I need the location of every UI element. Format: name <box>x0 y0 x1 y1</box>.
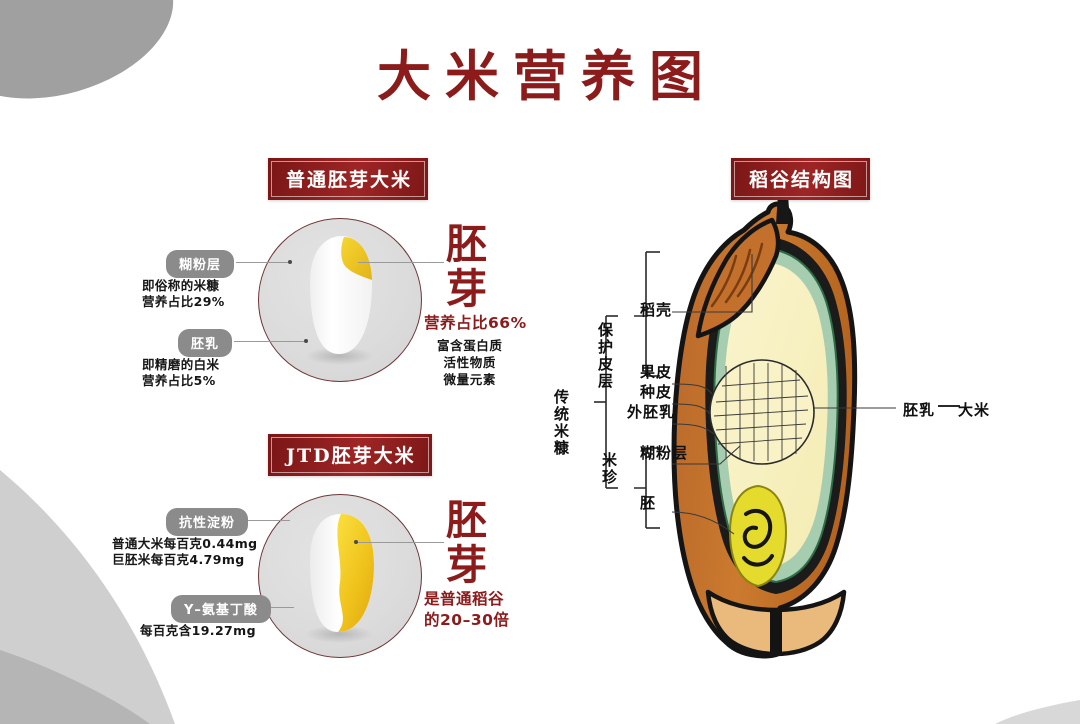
germ-detail-line: 微量元素 <box>443 372 496 387</box>
leader-aleurone2 <box>672 445 741 465</box>
caption-line: 巨胚米每百克4.79mg <box>112 552 245 567</box>
leader-line-gaba <box>248 607 294 608</box>
label-protective-layer: 保护皮层 <box>596 322 614 390</box>
bracket-hierarchy <box>594 251 660 529</box>
germ-subtitle-jtd: 是普通稻谷 的20–30倍 <box>424 589 509 631</box>
leader-outer-endosperm <box>671 423 715 435</box>
caption-line: 即精磨的白米 <box>142 357 220 372</box>
germ-heading-char-1: 胚 <box>446 496 489 544</box>
embryo-swirl-icon <box>742 508 773 549</box>
caption-gaba: 每百克含19.27mg <box>140 623 256 639</box>
germ-heading-char-2: 芽 <box>446 265 489 313</box>
bracket-mizhen-span <box>634 448 647 528</box>
germ-subtitle-line: 的20–30倍 <box>424 611 510 629</box>
leader-line-germ-2 <box>356 542 444 543</box>
label-seed-coat: 种皮 <box>640 383 673 401</box>
leader-embryo <box>671 511 735 535</box>
page-title: 大米营养图 <box>377 44 717 108</box>
label-aleurone-layer-diagram: 糊粉层 <box>640 444 689 462</box>
swoosh-bottom-left-icon <box>0 470 175 724</box>
embryo-swirl-2-icon <box>742 554 774 567</box>
germ-subtitle-normal: 营养占比66% <box>424 314 527 332</box>
swoosh-bottom-right-icon <box>995 700 1080 724</box>
germ-detail-list-normal: 富含蛋白质 活性物质 微量元素 <box>437 337 503 388</box>
bracket-protect-span <box>634 252 647 376</box>
germ-detail-line: 活性物质 <box>443 355 496 370</box>
aleurone-detail-circle <box>709 359 815 465</box>
caption-line: 营养占比5% <box>142 373 216 388</box>
caption-line: 普通大米每百克0.44mg <box>112 536 258 551</box>
aleurone-cell-hatching-icon <box>713 363 809 461</box>
label-connector-dash <box>938 405 960 407</box>
germ-heading-jtd: 胚 芽 <box>446 498 489 588</box>
leader-line-germ-1 <box>358 262 444 263</box>
leader-line-starch <box>240 520 290 521</box>
germ-heading-normal: 胚 芽 <box>446 222 489 312</box>
husk-flap-shape <box>695 217 781 339</box>
caption-endosperm: 即精磨的白米 营养占比5% <box>142 357 219 389</box>
leader-dot-endosperm <box>304 339 308 343</box>
leader-dot-germ-2 <box>354 540 358 544</box>
caption-aleurone-layer: 即俗称的米糠 营养占比29% <box>142 278 225 310</box>
caption-resistant-starch: 普通大米每百克0.44mg 巨胚米每百克4.79mg <box>112 536 258 568</box>
pill-gaba: Y–氨基丁酸 <box>171 595 271 623</box>
swoosh-bottom-left-2-icon <box>0 650 150 724</box>
germ-subtitle-line: 是普通稻谷 <box>424 590 505 608</box>
leader-line-aleurone <box>236 262 290 263</box>
rice-grain-jtd-illustration <box>305 514 374 643</box>
husk-base-stem-icon <box>770 610 782 654</box>
husk-awn-icon <box>776 194 790 224</box>
germ-detail-line: 富含蛋白质 <box>437 338 503 353</box>
pill-aleurone-layer: 糊粉层 <box>166 250 235 278</box>
leader-dot-aleurone <box>288 260 292 264</box>
label-embryo: 胚 <box>640 494 657 512</box>
pill-endosperm: 胚乳 <box>178 329 233 357</box>
label-outer-endosperm: 外胚乳 <box>627 403 676 421</box>
rice-grain-cross-section-diagram <box>671 194 896 659</box>
leader-seedcoat <box>671 403 711 415</box>
husk-flap-lines-icon <box>710 242 764 308</box>
label-mizhen: 米珍 <box>600 452 618 486</box>
section-badge-normal-rice: 普通胚芽大米 <box>268 158 429 200</box>
caption-line: 营养占比29% <box>142 294 225 309</box>
pill-resistant-starch: 抗性淀粉 <box>166 508 249 536</box>
leader-husk <box>672 254 753 313</box>
caption-line: 每百克含19.27mg <box>140 623 256 638</box>
germ-heading-char-2: 芽 <box>446 541 489 589</box>
label-traditional-bran: 传统米糠 <box>552 389 570 457</box>
germ-heading-char-1: 胚 <box>446 220 489 268</box>
label-pericarp: 果皮 <box>640 363 673 381</box>
diagram-leader-lines <box>671 254 896 535</box>
label-rice: 大米 <box>958 401 991 419</box>
leader-line-endosperm <box>234 341 306 342</box>
label-endosperm-right: 胚乳 <box>903 401 936 419</box>
label-husk: 稻壳 <box>640 301 673 319</box>
section-badge-structure: 稻谷结构图 <box>731 158 871 200</box>
caption-line: 即俗称的米糠 <box>142 278 220 293</box>
rice-grain-normal-illustration <box>305 236 373 365</box>
section-badge-jtd-rice: JTD胚芽大米 <box>268 434 432 476</box>
leader-pericarp <box>671 383 713 395</box>
